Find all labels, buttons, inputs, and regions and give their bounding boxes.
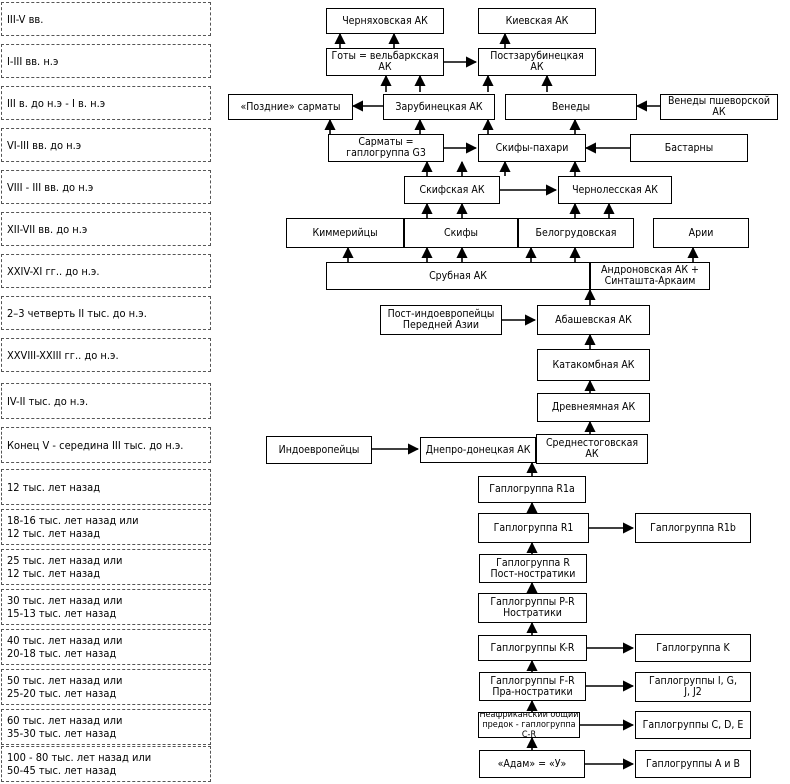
node-scythians: Скифы [404, 218, 518, 248]
node-haplogroup-r: Гаплогруппа R Пост-ностратики [479, 554, 587, 583]
period-label: 100 - 80 тыс. лет назад или 50-45 тыс. л… [1, 746, 211, 782]
node-abashevo: Абашевская АК [537, 305, 650, 335]
node-sarmatians: Сарматы = гаплогруппа G3 [328, 134, 444, 162]
node-haplogroup-c-r: Неафриканский общий предок - гаплогруппа… [478, 712, 580, 738]
node-srubnaya: Срубная АК [326, 262, 590, 290]
node-scythians-ploughmen: Скифы-пахари [478, 134, 586, 162]
node-haplogroup-k: Гаплогруппа K [635, 634, 751, 662]
node-haplogroups-c-d-e: Гаплогруппы C, D, E [635, 711, 751, 739]
period-label: III-V вв. [1, 2, 211, 36]
period-label: Конец V - середина III тыс. до н.э. [1, 427, 211, 463]
node-scythian-culture: Скифская АК [404, 176, 500, 204]
period-label: 50 тыс. лет назад или 25-20 тыс. лет наз… [1, 669, 211, 705]
period-label: XII-VII вв. до н.э [1, 212, 211, 246]
period-label: IV-II тыс. до н.э. [1, 383, 211, 419]
node-venedy: Венеды [505, 94, 637, 120]
period-label: 18-16 тыс. лет назад или 12 тыс. лет наз… [1, 509, 211, 545]
node-venedy-przeworsk: Венеды пшеворской АК [660, 94, 778, 120]
node-chernyakhov: Черняховская АК [326, 8, 444, 34]
node-adam: «Адам» = «У» [479, 750, 585, 778]
node-chernoles: Чернолесская АК [558, 176, 672, 204]
node-zarubinets: Зарубинецкая АК [383, 94, 495, 120]
period-label: VI-III вв. до н.э [1, 128, 211, 162]
node-indoeuropeans: Индоевропейцы [266, 436, 372, 464]
node-yamnaya: Древнеямная АК [537, 393, 650, 422]
node-andronovo: Андроновская АК + Синташта-Аркаим [590, 262, 710, 290]
node-goths: Готы = вельбаркская АК [326, 48, 444, 76]
node-kiev: Киевская АК [478, 8, 596, 34]
node-cimmerians: Киммерийцы [286, 218, 404, 248]
node-aryans: Арии [653, 218, 749, 248]
period-label: I-III вв. н.э [1, 44, 211, 78]
timeline-column: III-V вв. I-III вв. н.э III в. до н.э - … [0, 0, 215, 784]
period-label: VIII - III вв. до н.э [1, 170, 211, 204]
node-haplogroups-p-r: Гаплогруппы P-R Ностратики [478, 593, 587, 623]
node-dnieper-donets: Днепро-донецкая АК [420, 437, 536, 463]
node-post-indoeuropeans: Пост-индоевропейцы Передней Азии [380, 305, 502, 335]
node-bastarnae: Бастарны [630, 134, 748, 162]
node-catacomb: Катакомбная АК [537, 349, 650, 381]
period-label: 12 тыс. лет назад [1, 469, 211, 505]
node-haplogroups-f-r: Гаплогруппы F-R Пра-ностратики [479, 672, 586, 701]
node-haplogroups-k-r: Гаплогруппы K-R [478, 635, 587, 661]
period-label: 30 тыс. лет назад или 15-13 тыс. лет наз… [1, 589, 211, 625]
node-late-sarmatians: «Поздние» сарматы [228, 94, 353, 120]
node-haplogroups-a-b: Гаплогруппы A и B [635, 750, 751, 778]
period-label: XXIV-XI гг.. до н.э. [1, 254, 211, 288]
period-label: III в. до н.э - I в. н.э [1, 86, 211, 120]
node-belogrudov: Белогрудовская [518, 218, 634, 248]
period-label: 2–3 четверть II тыс. до н.э. [1, 296, 211, 330]
node-postzarubinets: Постзарубинецкая АК [478, 48, 596, 76]
period-label: XXVIII-XXIII гг.. до н.э. [1, 338, 211, 372]
node-haplogroup-r1a: Гаплогруппа R1a [478, 476, 586, 503]
node-haplogroup-r1: Гаплогруппа R1 [478, 513, 589, 543]
period-label: 60 тыс. лет назад или 35-30 тыс. лет наз… [1, 709, 211, 745]
node-haplogroup-r1b: Гаплогруппа R1b [635, 513, 751, 543]
period-label: 25 тыс. лет назад или 12 тыс. лет назад [1, 549, 211, 585]
period-label: 40 тыс. лет назад или 20-18 тыс. лет наз… [1, 629, 211, 665]
node-haplogroups-i-g-j: Гаплогруппы I, G, J, J2 [635, 672, 751, 702]
node-sredny-stog: Среднестоговская АК [536, 434, 648, 464]
